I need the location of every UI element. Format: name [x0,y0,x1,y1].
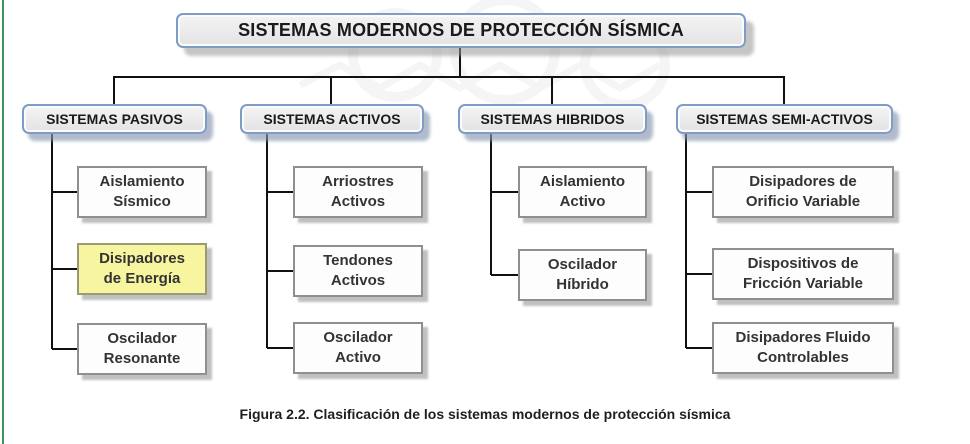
branch-header-sistemas-hibridos: SISTEMAS HIBRIDOS [458,104,647,134]
figure-caption: Figura 2.2. Clasificación de los sistema… [239,406,731,422]
branch-header-sistemas-activos: SISTEMAS ACTIVOS [240,104,424,134]
child-node-oscilador-resonante: Oscilador Resonante [77,323,207,375]
page-edge-line [2,0,4,444]
branch-header-sistemas-semi-activos: SISTEMAS SEMI-ACTIVOS [676,104,893,134]
branch-header-sistemas-pasivos: SISTEMAS PASIVOS [22,104,207,134]
child-node-disipadores-orificio-variable: Disipadores de Orificio Variable [712,166,894,218]
child-node-disipadores-de-energia: Disipadores de Energía [77,243,207,295]
root-node-sistemas-modernos: SISTEMAS MODERNOS DE PROTECCIÓN SÍSMICA [176,13,746,48]
child-node-oscilador-activo: Oscilador Activo [293,322,423,374]
child-node-dispositivos-friccion-variable: Dispositivos de Fricción Variable [712,248,894,300]
child-node-arriostres-activos: Arriostres Activos [293,166,423,218]
child-node-tendones-activos: Tendones Activos [293,245,423,297]
child-node-oscilador-hibrido: Oscilador Híbrido [518,249,647,301]
child-node-aislamiento-sismico: Aislamiento Sísmico [77,166,207,218]
child-node-aislamiento-activo: Aislamiento Activo [518,166,647,218]
child-node-disipadores-fluido-controlables: Disipadores Fluido Controlables [712,322,894,374]
